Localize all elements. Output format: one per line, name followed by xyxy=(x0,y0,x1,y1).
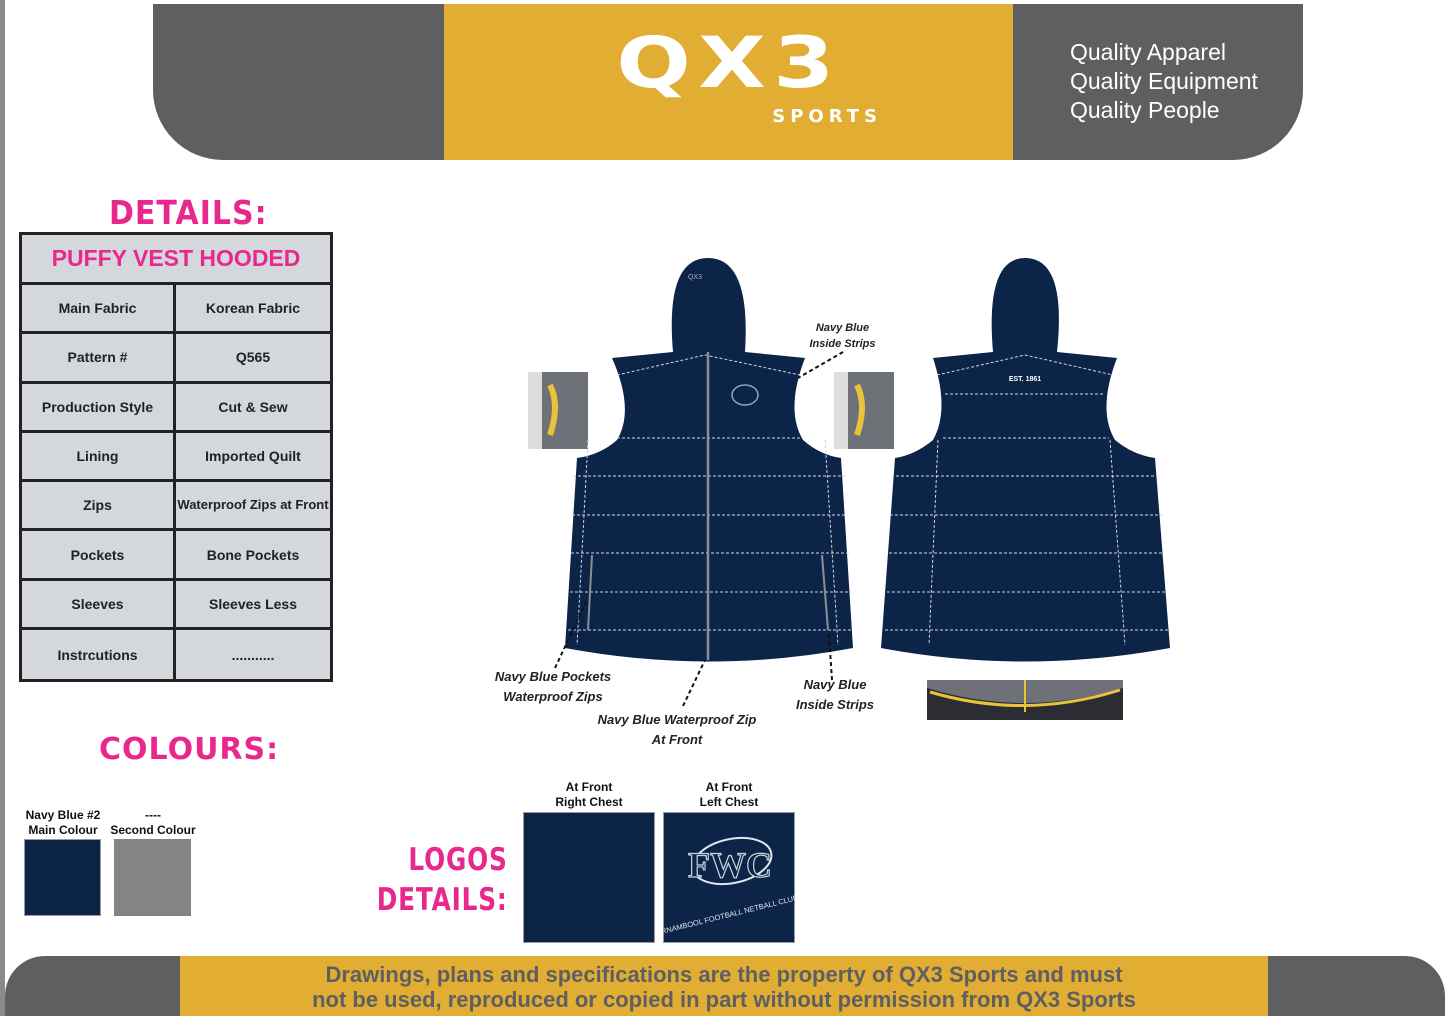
footer-line: not be used, reproduced or copied in par… xyxy=(312,987,1136,1012)
note-line: Navy Blue xyxy=(815,322,870,334)
footer-notice: Drawings, plans and specifications are t… xyxy=(180,956,1268,1016)
swatch-second-colour xyxy=(114,839,191,916)
spec-value: Korean Fabric xyxy=(205,300,301,317)
placement-line: Right Chest xyxy=(555,795,623,809)
club-logo-letters: FWC xyxy=(688,845,772,885)
header-banner: QX3 SPORTS Quality Apparel Quality Equip… xyxy=(153,4,1303,160)
hem-detail-photo xyxy=(927,680,1123,720)
club-logo: FWC WARRNAMBOOL FOOTBALL NETBALL CLUB IN… xyxy=(643,836,815,940)
spec-value: Waterproof Zips at Front xyxy=(177,497,329,513)
spec-value: Imported Quilt xyxy=(205,448,301,465)
spec-label: Instrcutions xyxy=(22,630,176,680)
swatch-role: Second Colour xyxy=(110,823,196,837)
note-line: Navy Blue Pockets xyxy=(494,669,612,684)
tagline: Quality People xyxy=(1070,97,1220,123)
note-line: Inside Strips xyxy=(795,697,875,712)
product-title: PUFFY VEST HOODED xyxy=(22,235,330,285)
footer-banner: Drawings, plans and specifications are t… xyxy=(5,956,1445,1016)
placement-line: At Front xyxy=(705,780,753,794)
spec-value: Q565 xyxy=(235,349,271,366)
details-heading: DETAILS: xyxy=(109,194,268,233)
note-line: Navy Blue Waterproof Zip xyxy=(597,712,757,727)
table-row: Sleeves Sleeves Less xyxy=(22,580,330,631)
tagline: Quality Apparel xyxy=(1070,39,1226,65)
brand-logo: QX3 SPORTS xyxy=(564,28,894,138)
note-line: Inside Strips xyxy=(809,338,876,350)
back-vest: EST. 1861 xyxy=(881,258,1170,662)
note-line: Waterproof Zips xyxy=(503,689,603,704)
spec-value: Cut & Sew xyxy=(218,398,288,415)
garment-drawing: QX3 EST. 1861 xyxy=(528,258,1170,720)
logo-box-left-chest: FWC WARRNAMBOOL FOOTBALL NETBALL CLUB IN… xyxy=(643,812,815,943)
spec-table: PUFFY VEST HOODED Main Fabric Korean Fabr… xyxy=(19,232,333,683)
header-gold-panel: QX3 SPORTS xyxy=(444,4,1013,160)
footer-line: Drawings, plans and specifications are t… xyxy=(325,962,1123,987)
logo-box-right-chest xyxy=(523,812,655,943)
note-line: Navy Blue xyxy=(803,677,867,692)
note-zip: Navy Blue Waterproof Zip At Front xyxy=(577,710,777,750)
spec-value: Sleeves Less xyxy=(209,595,297,612)
table-row: Lining Imported Quilt xyxy=(22,432,330,483)
spec-label: Lining xyxy=(22,432,176,480)
callout-arrows xyxy=(554,351,844,707)
spec-label: Zips xyxy=(22,482,176,529)
hood-brand-text: QX3 xyxy=(688,274,702,281)
swatch-role: Main Colour xyxy=(28,823,98,837)
placement-line: At Front xyxy=(565,780,613,794)
logos-heading: LOGOS DETAILS: xyxy=(377,840,508,920)
swatch-main-colour xyxy=(24,839,101,916)
brand-name: QX3 xyxy=(616,22,842,104)
swatch-name: ---- xyxy=(145,808,161,822)
spec-label: Main Fabric xyxy=(22,285,176,332)
spec-label: Sleeves xyxy=(22,580,176,628)
table-row: Pattern # Q565 xyxy=(22,334,330,384)
swatch-name: Navy Blue #2 xyxy=(25,808,101,822)
logos-heading-line: LOGOS xyxy=(408,842,508,878)
spec-value: ........... xyxy=(231,646,275,663)
front-vest: QX3 xyxy=(565,258,853,662)
tagline: Quality Equipment xyxy=(1070,68,1258,94)
logos-heading-line: DETAILS: xyxy=(377,882,508,918)
brand-sub: SPORTS xyxy=(772,106,882,127)
colours-heading: COLOURS: xyxy=(99,732,280,767)
spec-value: Bone Pockets xyxy=(206,546,300,563)
placement-line: Left Chest xyxy=(699,795,759,809)
swatch-label-second: ----Second Colour xyxy=(105,808,201,838)
armhole-detail-photo xyxy=(528,372,588,449)
note-line: At Front xyxy=(651,732,703,747)
armhole-detail-photo xyxy=(834,372,894,449)
table-row: Main Fabric Korean Fabric xyxy=(22,285,330,335)
est-text: EST. 1861 xyxy=(1009,376,1041,383)
taglines: Quality Apparel Quality Equipment Qualit… xyxy=(1070,38,1258,125)
spec-label: Pockets xyxy=(22,531,176,578)
table-row: Pockets Bone Pockets xyxy=(22,531,330,581)
spec-label: Pattern # xyxy=(22,334,176,381)
spec-label: Production Style xyxy=(22,383,176,430)
table-row: Production Style Cut & Sew xyxy=(22,383,330,433)
table-row: Instrcutions........... xyxy=(22,630,330,680)
